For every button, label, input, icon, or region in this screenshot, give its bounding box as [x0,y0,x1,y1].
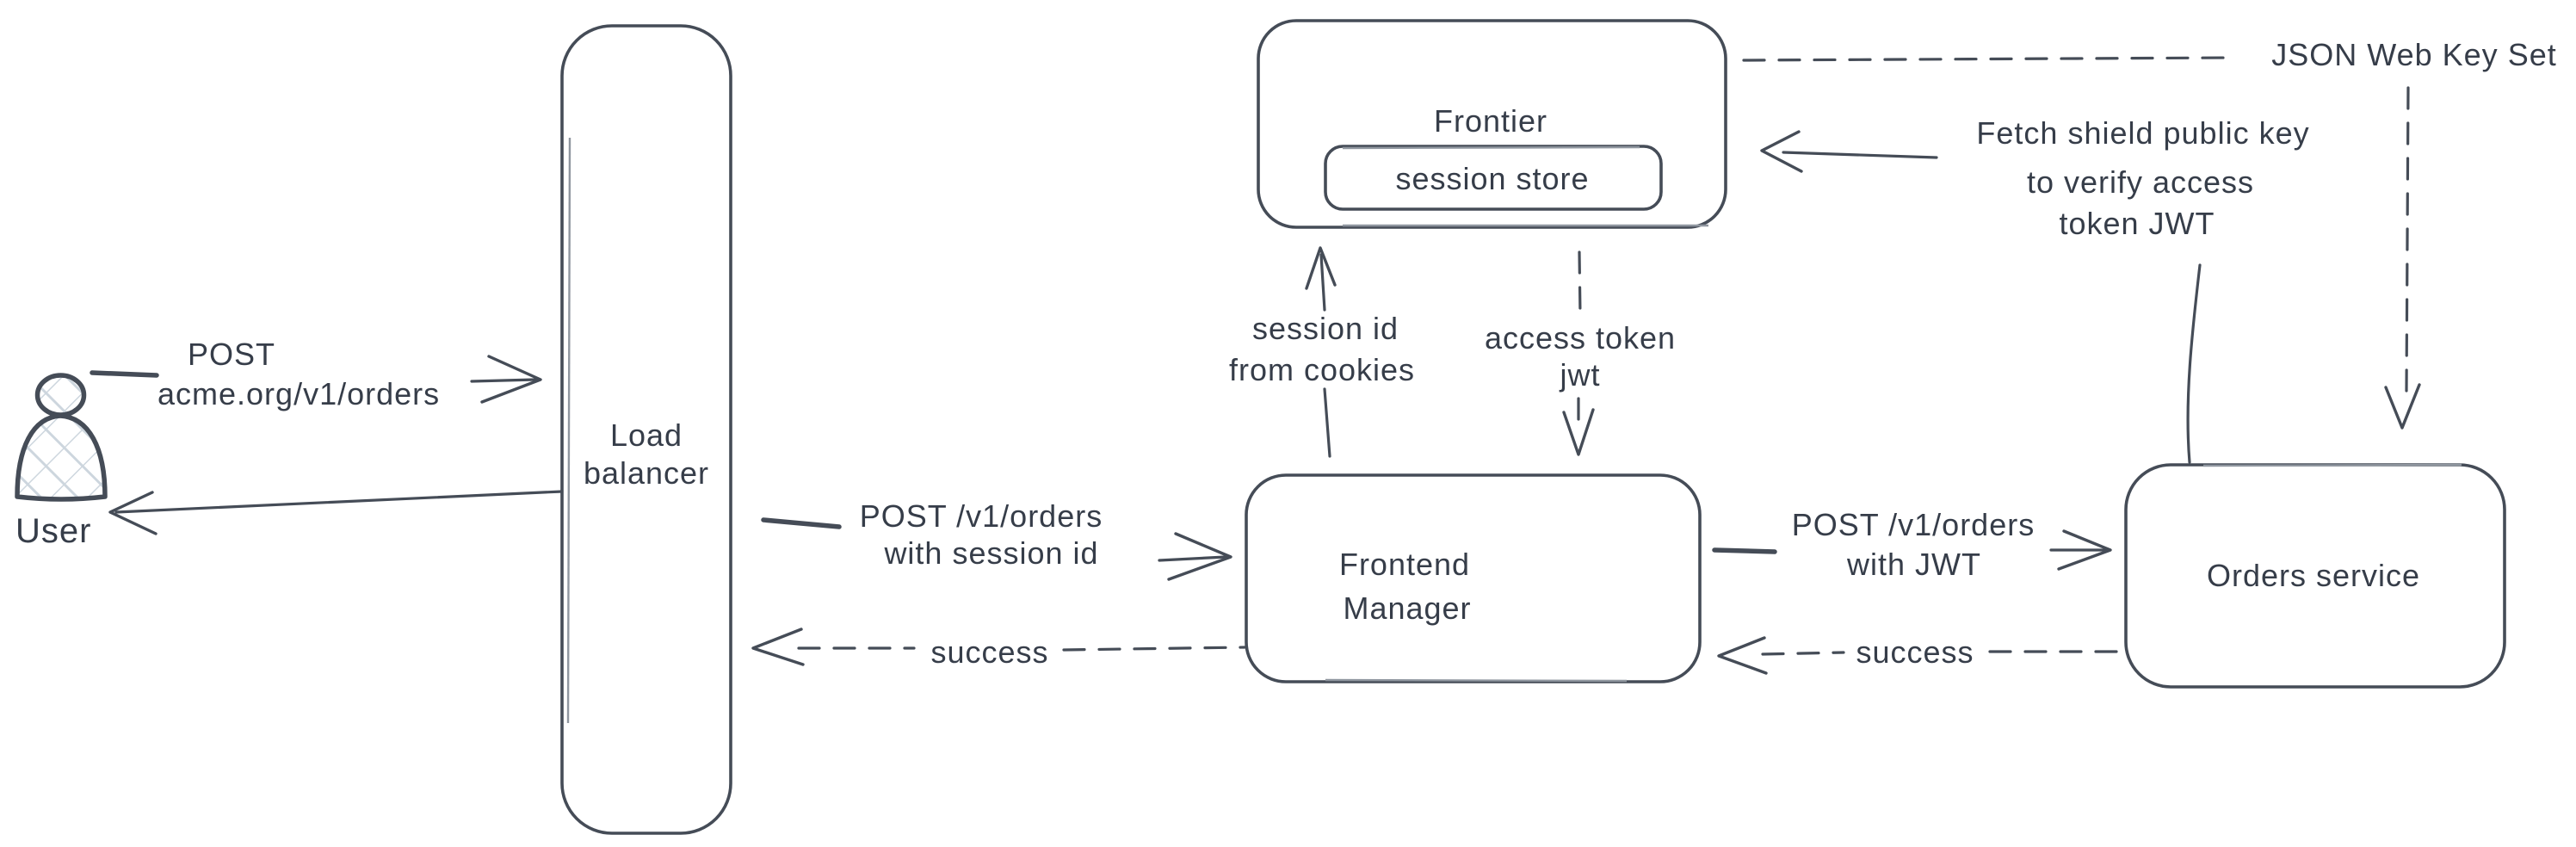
arrow-shaft[interactable] [114,490,564,514]
arrow-head-down-icon [2384,383,2421,430]
arrow-shaft[interactable] [470,378,537,383]
arrow-tail[interactable] [1712,547,1777,554]
edge-frontend-manager-to-load-balancer-success[interactable]: success [751,628,1246,670]
frontend-manager-box-accent [1325,678,1628,683]
arrow-dash-horizontal[interactable] [1742,56,2238,62]
arrow-head-right-icon [1167,532,1232,581]
arrow-head-down-icon [1562,408,1595,456]
session-store-box[interactable] [1324,145,1663,211]
arrow-shaft[interactable] [1782,151,1938,159]
node-frontier[interactable]: Frontier session store [1257,19,1727,229]
session-store-box-accent [1342,145,1640,150]
edge-orders-service-to-frontier[interactable]: Fetch shield public key to verify access… [1760,115,2310,464]
load-balancer-box-accent [566,137,571,724]
edge-user-to-load-balancer[interactable]: POST acme.org/v1/orders [90,337,542,411]
load-balancer-label-line1: Load [610,417,683,453]
edge-label-line1: Fetch shield public key [1976,115,2309,151]
orders-service-box-accent [2202,463,2462,467]
edge-label-line1: session id [1252,311,1399,346]
edge-frontend-manager-to-frontier[interactable]: session id from cookies [1229,246,1415,458]
arrow-head-right-icon [2057,529,2112,571]
edge-load-balancer-to-frontend-manager[interactable]: POST /v1/orders with session id [761,498,1232,581]
arrow-dash-upper[interactable] [1578,250,1582,317]
edge-frontend-manager-to-orders-service[interactable]: POST /v1/orders with JWT [1712,507,2112,582]
edge-label-line2: with JWT [1846,547,1981,582]
arrow-head-left-icon [1760,130,1803,173]
arrow-shaft[interactable] [1158,555,1227,562]
orders-service-label: Orders service [2207,558,2420,593]
node-user[interactable]: User [15,373,108,550]
arrow-head-right-icon [480,355,542,404]
jwks-label: JSON Web Key Set [2271,37,2556,72]
arrow-head-up-icon [1305,246,1337,290]
node-load-balancer[interactable]: Load balancer [560,24,732,835]
edge-label: success [1856,634,1974,670]
node-frontend-manager[interactable]: Frontend Manager [1245,473,1702,683]
arrow-head-left-icon [108,491,158,535]
edge-load-balancer-to-user[interactable] [108,490,564,535]
edge-orders-service-to-frontend-manager-success[interactable]: success [1717,634,2123,675]
arrow-dash-vertical[interactable] [2405,86,2410,393]
edge-label: success [930,634,1048,670]
edge-label-line1: POST [188,337,275,372]
user-label: User [15,512,91,550]
arrow-dash-segment[interactable] [1062,646,1246,652]
session-store-label: session store [1395,161,1589,196]
load-balancer-box[interactable] [560,24,732,835]
arrow-dash-segment[interactable] [1761,651,1845,656]
edge-label-line2: acme.org/v1/orders [158,376,440,411]
frontier-label: Frontier [1434,103,1547,139]
arrow-shaft-upper[interactable] [1319,253,1326,312]
edge-label-line1: POST /v1/orders [860,498,1103,534]
edge-label-line2: from cookies [1229,352,1415,387]
edge-label-line3: token JWT [2059,206,2215,241]
frontend-manager-label-line1: Frontend [1339,547,1470,582]
edge-frontier-to-jwks[interactable]: JSON Web Key Set [1742,37,2557,430]
arrow-head-left-icon [751,628,805,666]
arrow-shaft-lower[interactable] [1323,387,1331,458]
frontend-manager-label-line2: Manager [1343,590,1471,626]
arrow-curve[interactable] [2186,263,2202,464]
arrow-head-left-icon [1717,636,1768,675]
arrow-tail[interactable] [761,517,842,529]
edge-frontier-to-frontend-manager[interactable]: access token jwt [1485,250,1676,456]
node-orders-service[interactable]: Orders service [2124,463,2506,689]
user-body-icon[interactable] [15,413,108,502]
frontend-manager-box[interactable] [1245,473,1702,683]
load-balancer-label-line2: balancer [584,455,709,491]
user-head-icon[interactable] [34,373,87,417]
edge-label-line2: jwt [1560,357,1601,393]
edge-label-line1: access token [1485,320,1676,355]
edge-label-line1: POST /v1/orders [1792,507,2035,542]
edge-label-line2: with session id [883,535,1098,571]
arrow-tail[interactable] [90,370,159,378]
edge-label-line2: to verify access [2027,164,2254,200]
